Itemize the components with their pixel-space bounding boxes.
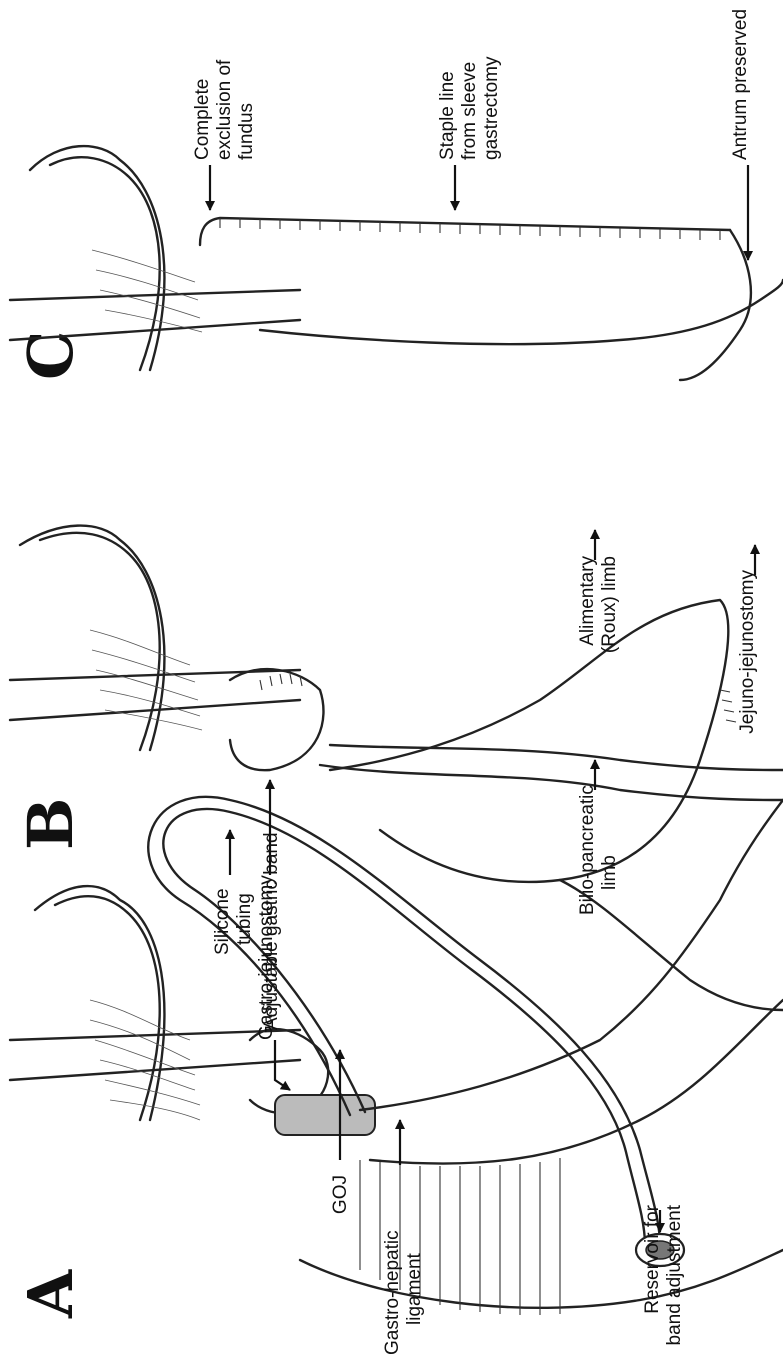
- crus-fibers-c: [92, 250, 202, 332]
- svg-text:limb: limb: [599, 855, 620, 890]
- svg-text:Alimentary: Alimentary: [577, 556, 598, 646]
- panel-b: B Gastro-jejunostomy: [10, 526, 783, 1040]
- diaphragm-b: [20, 526, 164, 750]
- svg-text:fundus: fundus: [236, 103, 257, 160]
- gastric-pouch-b: [230, 669, 323, 770]
- label-silicone-tubing: Silicone tubing: [212, 830, 255, 955]
- label-gastro-jejunostomy: Gastro-jejunostomy: [256, 780, 277, 1040]
- svg-text:(Roux) limb: (Roux) limb: [599, 556, 620, 653]
- svg-text:gastrectomy: gastrectomy: [481, 56, 502, 160]
- svg-text:Complete: Complete: [192, 79, 213, 160]
- label-alimentary-limb: Alimentary (Roux) limb: [577, 530, 620, 653]
- svg-text:Staple line: Staple line: [437, 71, 458, 160]
- svg-text:Reservoir for: Reservoir for: [642, 1204, 663, 1313]
- staple-ticks-b: [260, 674, 736, 722]
- panel-a: A: [10, 797, 783, 1355]
- svg-text:ligament: ligament: [404, 1252, 425, 1325]
- svg-text:exclusion of: exclusion of: [214, 59, 235, 160]
- svg-text:Jejuno-jejunostomy: Jejuno-jejunostomy: [737, 570, 758, 734]
- label-exclusion-fundus: Complete exclusion of fundus: [192, 59, 257, 210]
- svg-text:Antrum preserved: Antrum preserved: [730, 9, 751, 160]
- label-jejuno-jejunostomy: Jejuno-jejunostomy: [737, 545, 758, 734]
- label-gastro-hepatic-ligament: Gastro-hepatic ligament: [382, 1120, 425, 1355]
- panel-c: C Complete exclusion of fundus Staple: [10, 9, 783, 380]
- label-reservoir: Reservoir for band adjustment: [642, 1204, 685, 1345]
- svg-text:Bilio-pancreatic: Bilio-pancreatic: [577, 785, 598, 915]
- svg-text:Gastro-jejunostomy: Gastro-jejunostomy: [256, 875, 277, 1040]
- svg-text:band adjustment: band adjustment: [664, 1204, 685, 1345]
- label-staple-line: Staple line from sleeve gastrectomy: [437, 56, 502, 210]
- antrum-c: [680, 230, 751, 380]
- crus-fibers-b: [90, 630, 202, 730]
- svg-text:Gastro-hepatic: Gastro-hepatic: [382, 1230, 403, 1355]
- panel-a-letter: A: [14, 1269, 87, 1319]
- remnant-stomach-b: [330, 600, 728, 882]
- sleeve-lesser-curve: [260, 280, 783, 344]
- svg-text:GOJ: GOJ: [330, 1175, 351, 1214]
- svg-text:from sleeve: from sleeve: [459, 62, 480, 160]
- svg-text:tubing: tubing: [234, 893, 255, 945]
- label-antrum-preserved: Antrum preserved: [730, 9, 751, 260]
- roux-limb-b: [320, 765, 783, 800]
- panel-b-letter: B: [14, 798, 87, 850]
- svg-text:Silicone: Silicone: [212, 888, 233, 955]
